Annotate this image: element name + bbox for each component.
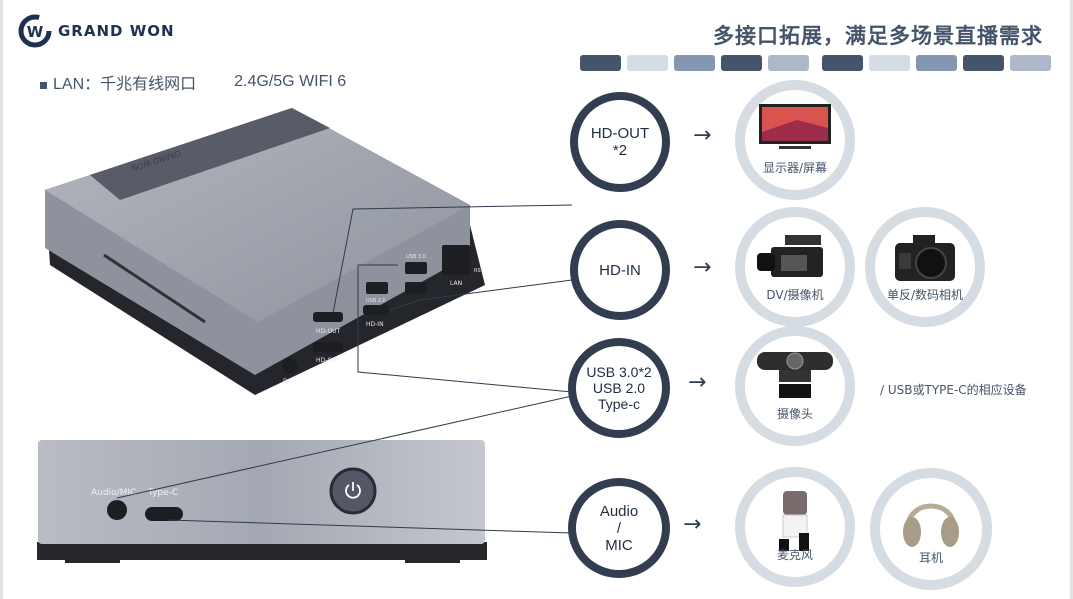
dslr-camera-icon (895, 235, 955, 281)
ring-text: *2 (612, 142, 628, 159)
swatch (963, 55, 1004, 71)
bullet-icon (40, 82, 47, 89)
brand-logo: W GRAND WON (18, 14, 175, 48)
interface-audio: Audio/MIC (568, 478, 670, 578)
front-foot (405, 558, 460, 563)
label-type-c: Type-C (147, 488, 178, 498)
device-top-dark-panel (90, 108, 330, 200)
camcorder-icon (757, 235, 823, 277)
hd-out-port (313, 342, 343, 352)
swatch (627, 55, 668, 71)
front-foot (65, 558, 120, 563)
left-border (0, 0, 3, 599)
microphone-icon (779, 491, 809, 551)
hd-out-port (313, 312, 343, 322)
device-caption: 摄像头 (776, 407, 813, 421)
arrow-icon: → (688, 370, 707, 395)
arrow-icon: → (683, 512, 702, 537)
lan-port (442, 245, 470, 275)
swatch (768, 55, 809, 71)
audio-jack (107, 500, 127, 520)
swatch (721, 55, 762, 71)
color-swatches (580, 55, 1051, 71)
ring-text: USB 2.0 (592, 380, 646, 396)
ring-text: USB 3.0*2 (586, 364, 652, 380)
page-title: 多接口拓展，满足多场景直播需求 (713, 24, 1043, 48)
label-hd-in: HD-IN (366, 321, 384, 328)
interface-hd-out: HD-OUT*2 (570, 92, 670, 192)
device-caption: 显示器/屏幕 (762, 161, 828, 175)
device-vent (103, 253, 206, 324)
monitor-icon (759, 104, 831, 149)
swatch (674, 55, 715, 71)
webcam-icon (757, 352, 833, 398)
brand-name: GRAND WON (58, 22, 175, 40)
device-3d-view: GRAND WON HD-OUT HD-OUT HD-IN USB 3.0 US… (45, 108, 485, 395)
label-dc: DC (283, 378, 292, 385)
device-dslr: 单反/数码相机 (865, 207, 985, 327)
front-base (37, 542, 487, 560)
label-usb2: USB 2.0 (366, 298, 386, 304)
svg-text:W: W (27, 23, 44, 41)
swatch (916, 55, 957, 71)
label-usb3: USB 3.0 (406, 254, 426, 260)
arrow-icon: → (693, 123, 712, 148)
usb-note: / USB或TYPE-C的相应设备 (880, 383, 1027, 397)
usb2-port (366, 282, 388, 294)
connector-lines (116, 204, 573, 534)
device-caption: 麦克风 (776, 548, 813, 562)
device-camcorder: DV/摄像机 (735, 207, 855, 327)
device-caption: 单反/数码相机 (886, 288, 964, 302)
ring-text: HD-IN (599, 261, 641, 279)
label-audio-mic: Audio/MIC (91, 488, 136, 498)
feature-lan: LAN：千兆有线网口 (53, 76, 197, 93)
dc-port (282, 358, 298, 374)
device-caption: DV/摄像机 (766, 288, 824, 302)
power-icon (345, 484, 361, 499)
grand-won-logo-icon: W (18, 14, 52, 48)
right-border (1070, 0, 1073, 599)
label-hd-out-2: HD-OUT (316, 357, 341, 364)
swatch (822, 55, 863, 71)
swatch (580, 55, 621, 71)
headphones-icon (903, 503, 959, 547)
ring-text: / (616, 519, 622, 537)
ring-text: Audio (599, 502, 639, 520)
device-webcam: 摄像头 (735, 326, 855, 446)
usb3-port (405, 262, 427, 274)
usb3-port (405, 282, 427, 294)
hd-in-port (363, 305, 389, 315)
feature-line: LAN：千兆有线网口 2.4G/5G WIFI 6 (40, 70, 346, 94)
swatch (869, 55, 910, 71)
label-hd-out: HD-OUT (316, 328, 341, 335)
ring-text: Type-c (597, 396, 640, 412)
feature-wifi: 2.4G/5G WIFI 6 (234, 73, 347, 90)
device-microphone: 麦克风 (735, 467, 855, 587)
device-headphones: 耳机 (870, 468, 992, 590)
device-front-view: Audio/MIC Type-C (37, 440, 487, 563)
ring-text: MIC (605, 536, 633, 554)
ring-text: HD-OUT (590, 125, 650, 142)
label-lan: LAN (450, 280, 462, 287)
label-rst: RST (474, 268, 485, 274)
arrow-icon: → (693, 255, 712, 280)
interface-hd-in: HD-IN (570, 220, 670, 320)
device-monitor: 显示器/屏幕 (735, 80, 855, 200)
device-caption: 耳机 (918, 551, 943, 565)
swatch (1010, 55, 1051, 71)
type-c-port (145, 507, 183, 521)
